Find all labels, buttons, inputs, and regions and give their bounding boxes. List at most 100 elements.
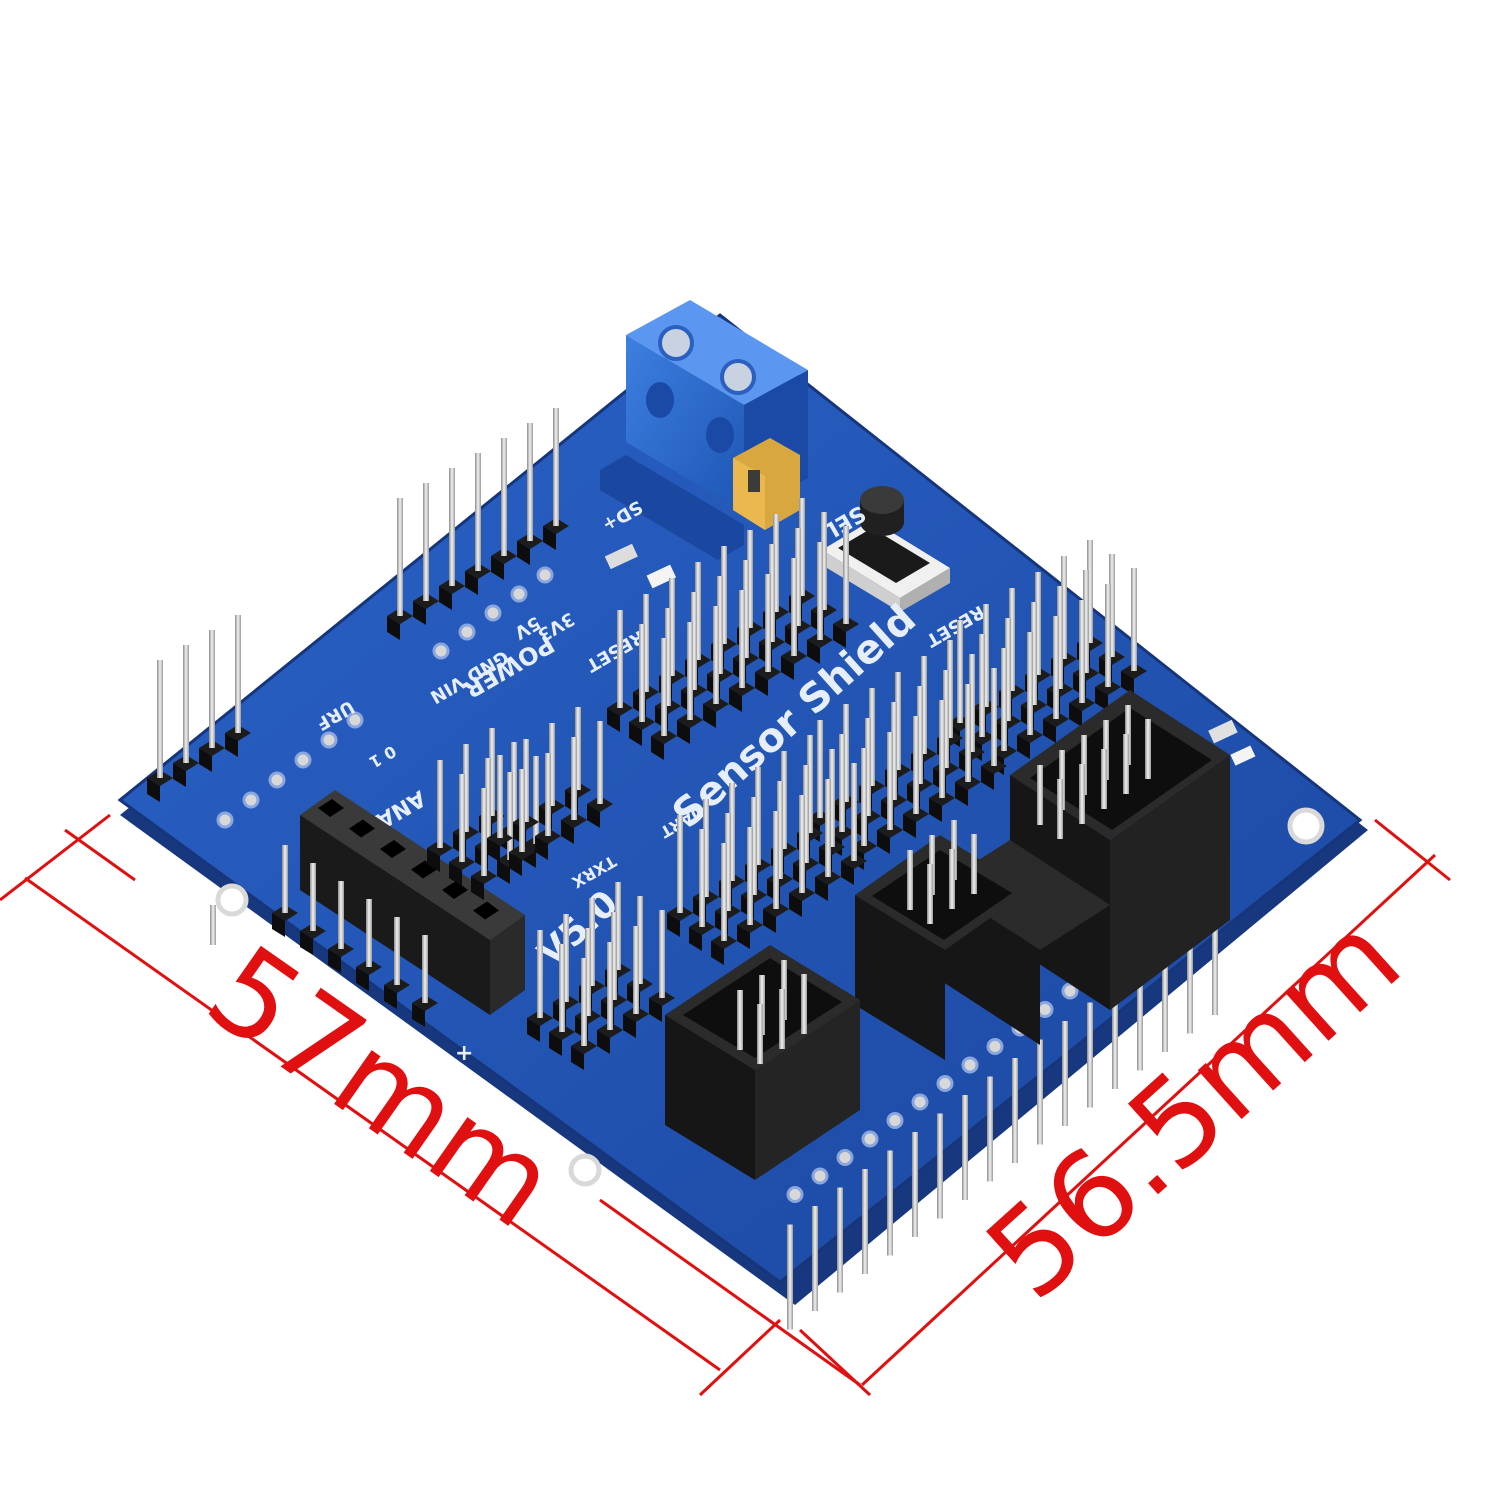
header-base-side xyxy=(509,852,522,876)
header-pin xyxy=(615,882,621,970)
header-pin xyxy=(1031,602,1037,705)
header-pin xyxy=(338,881,344,949)
plated-hole xyxy=(320,731,338,749)
header-base-side xyxy=(272,913,285,937)
header-base-side xyxy=(597,1030,610,1054)
screw-icon xyxy=(720,359,756,395)
plated-hole xyxy=(242,791,260,809)
plated-hole xyxy=(836,1149,854,1166)
idc-pin xyxy=(1145,719,1151,779)
header-pin xyxy=(617,610,623,708)
header-pin xyxy=(812,1206,818,1311)
header-base-side xyxy=(300,931,313,955)
reset-button xyxy=(822,486,950,612)
header-pin xyxy=(913,716,919,814)
header-pin xyxy=(1212,910,1218,1015)
header-pin xyxy=(422,935,428,1003)
header-pin xyxy=(755,767,761,865)
header-pin xyxy=(799,498,805,596)
header-pin xyxy=(523,739,529,822)
header-pin xyxy=(781,751,787,849)
header-pin xyxy=(571,737,577,820)
header-pin xyxy=(501,438,507,556)
header-pin xyxy=(665,608,671,706)
header-base-side xyxy=(651,736,664,760)
header-pin xyxy=(449,468,455,586)
plated-hole xyxy=(986,1038,1004,1055)
header-pin xyxy=(643,594,649,692)
header-pin xyxy=(549,723,555,806)
header-base-side xyxy=(1121,671,1134,695)
header-pin xyxy=(861,748,867,846)
header-pin xyxy=(987,1076,993,1182)
header-pin xyxy=(519,769,525,852)
header-base-side xyxy=(1043,719,1056,743)
screw-icon xyxy=(658,325,694,361)
header-pin xyxy=(991,668,997,766)
header-pin xyxy=(585,928,591,1016)
header-pin xyxy=(1137,965,1143,1071)
header-pin xyxy=(157,660,163,778)
idc-pin xyxy=(779,989,785,1049)
idc-pin xyxy=(1101,749,1107,809)
header-base-side xyxy=(439,586,452,610)
header-pin xyxy=(947,640,953,738)
header-pin xyxy=(489,728,495,816)
header-pin xyxy=(1187,928,1193,1034)
header-pin xyxy=(777,781,783,879)
header-pin xyxy=(699,829,705,927)
header-base-side xyxy=(929,798,942,822)
mounting-hole xyxy=(215,883,249,917)
male-pin-headers xyxy=(147,408,1147,1070)
header-pin xyxy=(747,827,753,925)
header-pin xyxy=(463,744,469,832)
header-pin xyxy=(437,760,443,848)
header-pin xyxy=(747,530,753,628)
header-pin xyxy=(917,686,923,784)
socket-hole xyxy=(318,799,344,817)
header-pin xyxy=(939,700,945,798)
header-pin xyxy=(691,592,697,690)
header-base-side xyxy=(789,893,802,917)
header-base-side xyxy=(471,876,484,900)
header-pin xyxy=(817,542,823,640)
plus-label: + xyxy=(455,1041,473,1066)
header-pin xyxy=(799,795,805,893)
header-pin xyxy=(533,756,539,844)
header-base-side xyxy=(755,672,768,696)
plated-hole xyxy=(936,1075,954,1092)
smd-components xyxy=(604,543,1256,766)
header-pin xyxy=(1009,588,1015,691)
header-pin xyxy=(1037,1039,1043,1145)
header-pin xyxy=(769,544,775,642)
header-pin xyxy=(1057,586,1063,689)
header-base-side xyxy=(571,1046,584,1070)
header-pin xyxy=(559,944,565,1032)
header-pin xyxy=(497,755,503,838)
header-pin xyxy=(887,732,893,830)
header-base-side xyxy=(629,722,642,746)
header-pin xyxy=(687,622,693,720)
header-pin xyxy=(581,958,587,1046)
header-pin xyxy=(1001,648,1007,751)
header-pin xyxy=(969,654,975,752)
header-pin xyxy=(773,514,779,612)
header-pin xyxy=(1005,618,1011,721)
header-pin xyxy=(575,707,581,790)
header-pin xyxy=(1109,554,1115,657)
idc-connector-large xyxy=(940,690,1230,1045)
header-pin xyxy=(843,526,849,624)
idc-pin xyxy=(907,850,913,910)
header-pin xyxy=(1087,1002,1093,1108)
header-pin xyxy=(821,512,827,610)
header-pin xyxy=(713,606,719,704)
header-pin xyxy=(1083,570,1089,673)
header-pin xyxy=(637,896,643,984)
header-pin xyxy=(366,899,372,967)
idc-pin xyxy=(971,834,977,894)
header-pin xyxy=(937,1113,943,1219)
header-pin xyxy=(563,914,569,1002)
header-pin xyxy=(891,702,897,800)
header-pin xyxy=(943,670,949,768)
plated-hole xyxy=(458,623,476,641)
